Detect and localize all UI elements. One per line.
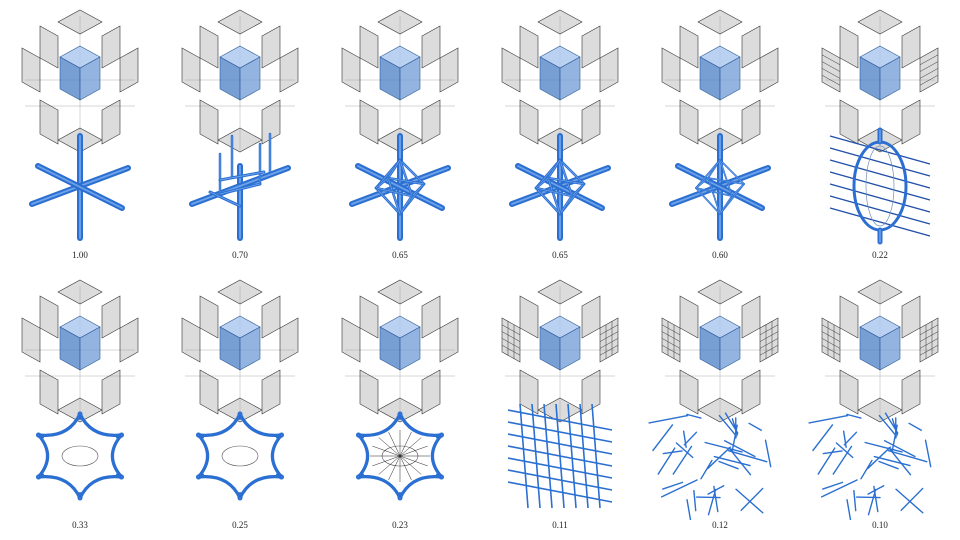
cell-value-label: 0.65 [392,250,408,260]
octahedron-icon [349,133,451,241]
figure-cell-svg [341,9,459,241]
grid-lattice-icon [507,403,613,509]
figure-cell: 0.23 [320,270,480,540]
cell-value-label: 0.33 [72,520,88,530]
star-cage-icon [35,411,125,501]
octahedron-icon [509,133,611,241]
cell-value-label: 0.23 [392,520,408,530]
exploded-cube-icon [181,279,299,423]
exploded-cube-icon [661,279,779,423]
figure-cell-svg [808,279,939,520]
random-lattice-icon [808,412,932,520]
figure-cell-svg [501,9,619,241]
figure-cell-svg [21,9,139,241]
exploded-cube-icon [341,9,459,153]
figure-cell-svg [341,279,459,501]
figure-cell: 0.65 [480,0,640,270]
exploded-cube-icon [341,279,459,423]
figure-cell-svg [821,9,939,245]
cell-value-label: 0.25 [232,520,248,530]
figure-cell: 0.22 [800,0,960,270]
cross-struts-icon [29,133,131,241]
random-lattice-icon [648,412,772,520]
exploded-cube-icon [661,9,779,153]
exploded-cube-icon [21,279,139,423]
exploded-cube-icon [501,9,619,153]
lattice-cage-icon [829,127,931,245]
cell-value-label: 0.65 [552,250,568,260]
exploded-cube-icon [821,279,939,423]
figure-cell: 0.70 [160,0,320,270]
octahedron-dense-icon [669,133,771,241]
cell-value-label: 0.12 [712,520,728,530]
star-cage-dense-icon [355,411,445,501]
figure-cell-svg [648,279,779,520]
cell-value-label: 0.60 [712,250,728,260]
cell-value-label: 1.00 [72,250,88,260]
figure-cell: 1.00 [0,0,160,270]
cell-value-label: 0.70 [232,250,248,260]
exploded-cube-icon [821,9,939,153]
exploded-cube-icon [501,279,619,423]
figure-cell-svg [181,279,299,501]
exploded-cube-icon [21,9,139,153]
figure-cell-svg [501,279,619,509]
figure-cell: 0.65 [320,0,480,270]
square-frame-icon [189,132,291,241]
cell-value-label: 0.11 [552,520,568,530]
figure-cell: 0.11 [480,270,640,540]
figure-cell: 0.12 [640,270,800,540]
exploded-cube-icon [181,9,299,153]
star-cage-icon [195,411,285,501]
figure-cell-svg [181,9,299,241]
cell-value-label: 0.10 [872,520,888,530]
figure-cell-svg [661,9,779,241]
figure-cell-svg [21,279,139,501]
figure-cell: 0.25 [160,270,320,540]
figure-cell: 0.33 [0,270,160,540]
cell-value-label: 0.22 [872,250,888,260]
figure-cell: 0.10 [800,270,960,540]
figure-cell: 0.60 [640,0,800,270]
